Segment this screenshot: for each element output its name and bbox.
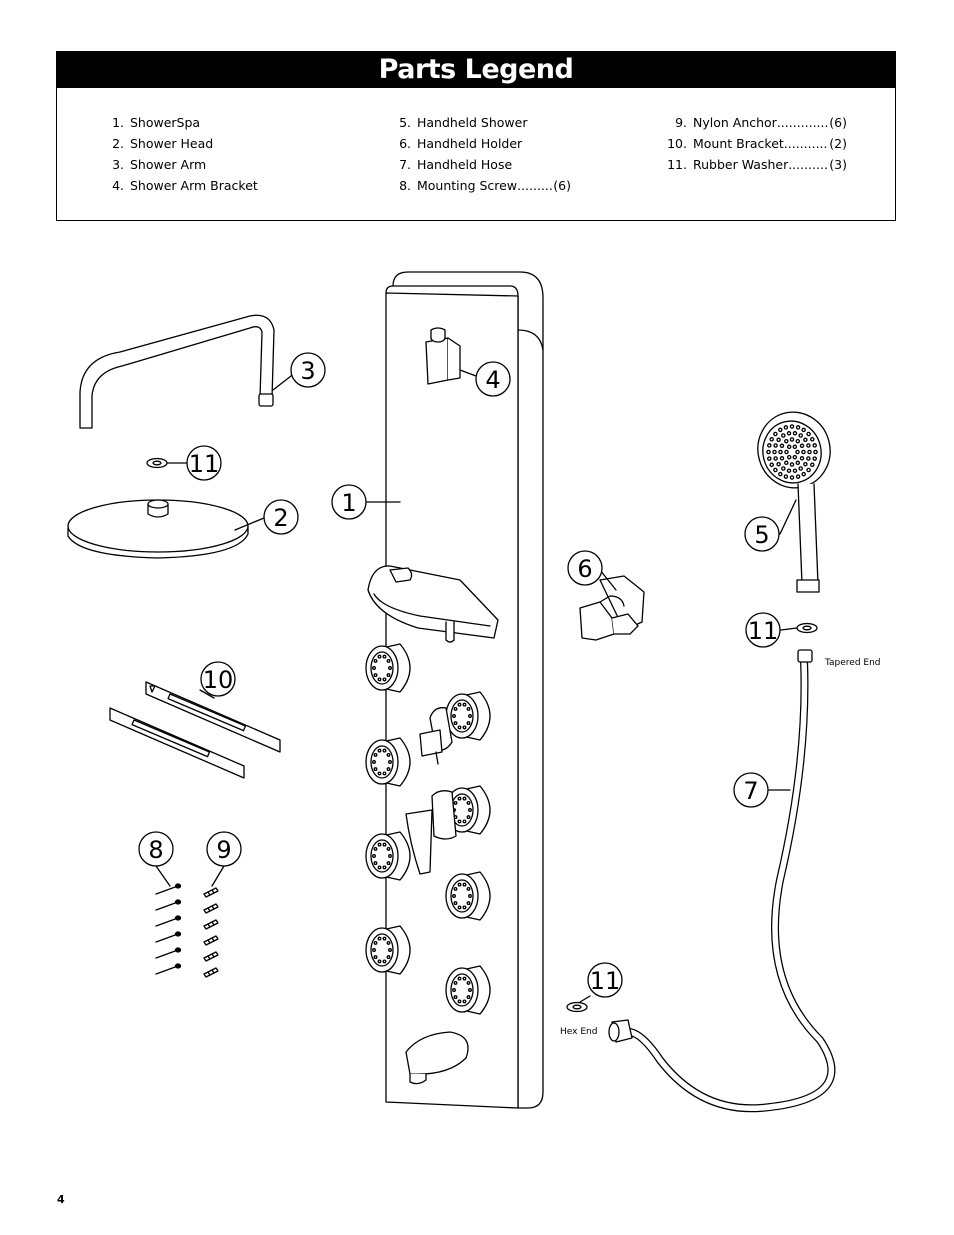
legend-item: 2.Shower Head — [112, 136, 214, 151]
legend-header: Parts Legend — [57, 52, 895, 88]
body-jet — [445, 871, 491, 921]
shower-arm — [79, 314, 275, 429]
leader-lines — [155, 369, 798, 1003]
legend-item: 6.Handheld Holder — [399, 136, 523, 151]
legend-item: 10.Mount Bracket(2) — [657, 133, 847, 154]
callout-1: 1 — [331, 484, 367, 520]
shower-arm-bracket — [425, 327, 461, 385]
shower-head — [67, 499, 249, 559]
callout-9: 9 — [206, 831, 242, 867]
svg-text:11: 11 — [748, 617, 779, 645]
legend-item: 1.ShowerSpa — [112, 115, 201, 130]
control-handle — [405, 790, 457, 875]
screw — [155, 883, 182, 895]
callouts: 1 2 3 4 5 6 7 8 9 10 11 11 11 — [138, 352, 781, 998]
anchor — [203, 935, 219, 946]
legend-column-3: 9.Nylon Anchor(6) 10.Mount Bracket(2) 11… — [657, 112, 862, 175]
svg-text:2: 2 — [273, 504, 288, 532]
handheld-holder — [579, 575, 645, 641]
body-jet — [365, 925, 411, 975]
svg-text:5: 5 — [754, 521, 769, 549]
diverter-valve — [419, 707, 453, 765]
svg-text:4: 4 — [485, 366, 500, 394]
callout-6: 6 — [567, 550, 603, 586]
svg-text:3: 3 — [300, 357, 315, 385]
legend-item: 7.Handheld Hose — [399, 157, 513, 172]
svg-text:11: 11 — [189, 450, 220, 478]
anchor — [203, 887, 219, 898]
legend-item: 3.Shower Arm — [112, 157, 207, 172]
svg-text:7: 7 — [743, 777, 758, 805]
anchor — [203, 903, 219, 914]
svg-text:9: 9 — [216, 836, 231, 864]
anchor — [203, 951, 219, 962]
screw — [155, 915, 182, 927]
legend-item: 4.Shower Arm Bracket — [112, 178, 258, 193]
body-jet — [365, 831, 411, 881]
svg-text:10: 10 — [203, 666, 234, 694]
soap-tray — [367, 565, 499, 643]
anchor — [203, 919, 219, 930]
anchor — [203, 967, 219, 978]
mount-brackets — [109, 681, 281, 779]
callout-8: 8 — [138, 831, 174, 867]
screw — [155, 947, 182, 959]
tapered-end-label: Tapered End — [824, 658, 881, 668]
callout-11: 11 — [587, 962, 623, 998]
svg-text:8: 8 — [148, 836, 163, 864]
legend-item: 8.Mounting Screw(6) — [387, 175, 571, 196]
callout-11: 11 — [745, 612, 781, 648]
handheld-shower — [757, 411, 831, 593]
body-jet — [445, 691, 491, 741]
callout-11: 11 — [186, 445, 222, 481]
parts-legend: Parts Legend 1.ShowerSpa 2.Shower Head 3… — [56, 51, 896, 221]
callout-7: 7 — [733, 772, 769, 808]
mounting-screws — [155, 883, 182, 975]
body-jet — [445, 965, 491, 1015]
callout-3: 3 — [290, 352, 326, 388]
rubber-washer — [146, 457, 168, 469]
body-jet — [365, 643, 411, 693]
rubber-washer — [566, 1001, 588, 1013]
svg-text:6: 6 — [577, 555, 592, 583]
legend-column-1: 1.ShowerSpa 2.Shower Head 3.Shower Arm 4… — [100, 112, 320, 196]
page-number: 4 — [57, 1193, 65, 1206]
screw — [155, 931, 182, 943]
callout-2: 2 — [263, 499, 299, 535]
body-jet — [365, 737, 411, 787]
legend-item: 9.Nylon Anchor(6) — [657, 112, 847, 133]
legend-title: Parts Legend — [378, 54, 574, 85]
legend-column-2: 5.Handheld Shower 6.Handheld Holder 7.Ha… — [387, 112, 587, 196]
tub-spout — [405, 1031, 469, 1085]
svg-text:1: 1 — [341, 489, 356, 517]
screw — [155, 899, 182, 911]
handheld-hose — [608, 649, 836, 1113]
callout-4: 4 — [475, 361, 511, 397]
rubber-washer — [796, 622, 818, 634]
callout-5: 5 — [744, 516, 780, 552]
callout-10: 10 — [200, 661, 236, 697]
svg-text:11: 11 — [590, 967, 621, 995]
nylon-anchors — [203, 887, 219, 978]
screw — [155, 963, 182, 975]
legend-item: 11.Rubber Washer(3) — [657, 154, 847, 175]
body-jets — [365, 643, 491, 1015]
showerspa-panel — [365, 271, 544, 1109]
hex-end-label: Hex End — [560, 1027, 597, 1037]
legend-item: 5.Handheld Shower — [399, 115, 528, 130]
